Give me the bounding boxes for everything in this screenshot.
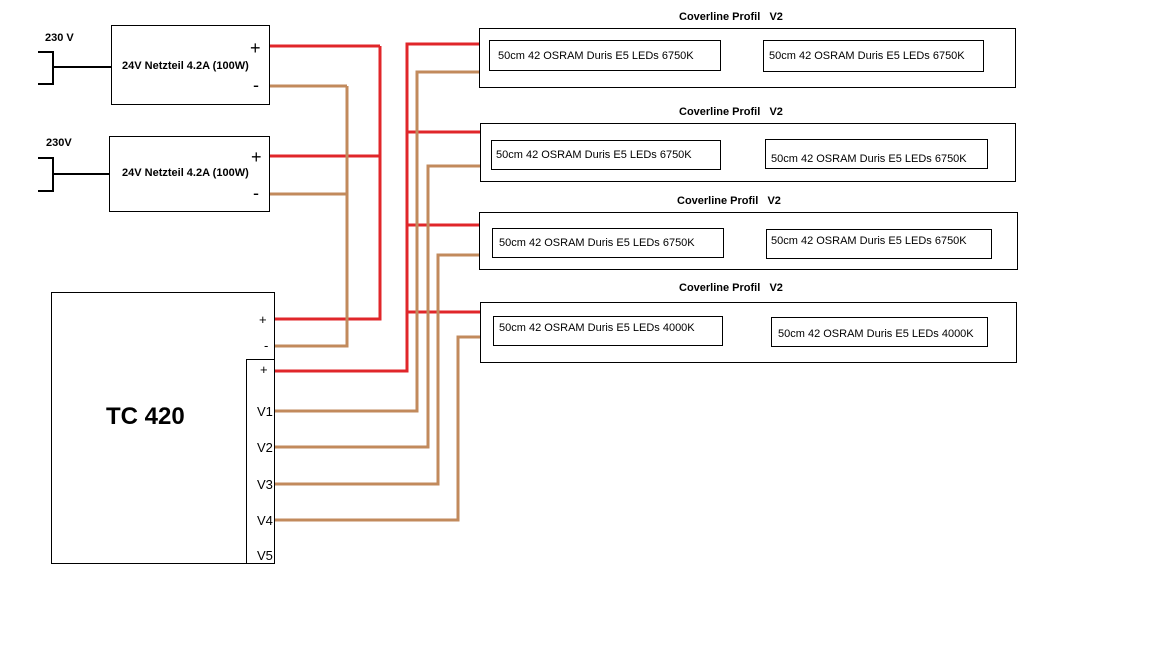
led-strip-label: 50cm 42 OSRAM Duris E5 LEDs 6750K [498, 50, 694, 62]
profile-title-2: Coverline Profil V2 [679, 106, 783, 118]
led-strip-label: 50cm 42 OSRAM Duris E5 LEDs 6750K [771, 235, 967, 247]
led-strip-label: 50cm 42 OSRAM Duris E5 LEDs 4000K [778, 328, 974, 340]
power-supply-1: 24V Netzteil 4.2A (100W) + - [111, 25, 270, 105]
channel-label-v2: V2 [257, 440, 273, 455]
mains-plug-2 [38, 157, 110, 192]
mains-voltage-label-2: 230V [46, 137, 72, 149]
led-strip-4a: 50cm 42 OSRAM Duris E5 LEDs 4000K [493, 316, 723, 346]
led-strip-1a: 50cm 42 OSRAM Duris E5 LEDs 6750K [489, 40, 721, 71]
led-strip-1b: 50cm 42 OSRAM Duris E5 LEDs 6750K [763, 40, 984, 72]
positive-wires [270, 42, 480, 373]
power-supply-minus-terminal: - [253, 75, 259, 95]
led-strip-2a: 50cm 42 OSRAM Duris E5 LEDs 6750K [491, 140, 721, 170]
led-strip-2b: 50cm 42 OSRAM Duris E5 LEDs 6750K [765, 139, 988, 169]
power-supply-2: 24V Netzteil 4.2A (100W) + - [109, 136, 270, 212]
controller-output-terminal: + V1 V2 V3 V4 V5 [246, 359, 275, 564]
channel-label-v1: V1 [257, 404, 273, 419]
channel-label-v4: V4 [257, 513, 273, 528]
profile-title-3: Coverline Profil V2 [677, 195, 781, 207]
led-strip-3b: 50cm 42 OSRAM Duris E5 LEDs 6750K [766, 229, 992, 259]
led-strip-label: 50cm 42 OSRAM Duris E5 LEDs 6750K [499, 237, 695, 249]
controller-power-plus: + [259, 312, 267, 327]
wire-positive-bus [275, 46, 382, 321]
led-strip-label: 50cm 42 OSRAM Duris E5 LEDs 6750K [771, 153, 967, 165]
wire-negative-bus [275, 86, 349, 348]
led-strip-3a: 50cm 42 OSRAM Duris E5 LEDs 6750K [492, 228, 724, 258]
wire-tc-out-plus [275, 42, 480, 373]
mains-voltage-label-1: 230 V [45, 32, 74, 44]
led-strip-4b: 50cm 42 OSRAM Duris E5 LEDs 4000K [771, 317, 988, 347]
led-strip-label: 50cm 42 OSRAM Duris E5 LEDs 6750K [769, 50, 965, 62]
power-supply-plus-terminal: + [251, 147, 262, 167]
power-supply-plus-terminal: + [250, 38, 261, 58]
led-strip-label: 50cm 42 OSRAM Duris E5 LEDs 4000K [499, 322, 695, 334]
mains-plug-1 [38, 51, 112, 85]
channel-label-v5: V5 [257, 548, 273, 563]
wire-v4 [275, 335, 480, 522]
tc420-controller: TC 420 + - [51, 292, 275, 564]
channel-wires [270, 70, 480, 522]
controller-name: TC 420 [106, 403, 185, 430]
controller-power-minus: - [264, 338, 269, 353]
wire-v2 [275, 164, 480, 449]
led-strip-label: 50cm 42 OSRAM Duris E5 LEDs 6750K [496, 149, 692, 161]
power-supply-minus-terminal: - [253, 183, 259, 203]
wire-v1 [275, 70, 480, 413]
wire-v3 [275, 253, 480, 486]
controller-output-plus: + [260, 362, 268, 377]
profile-title-1: Coverline Profil V2 [679, 11, 783, 23]
power-supply-label: 24V Netzteil 4.2A (100W) [122, 60, 249, 72]
power-supply-label: 24V Netzteil 4.2A (100W) [122, 167, 249, 179]
channel-label-v3: V3 [257, 477, 273, 492]
profile-title-4: Coverline Profil V2 [679, 282, 783, 294]
